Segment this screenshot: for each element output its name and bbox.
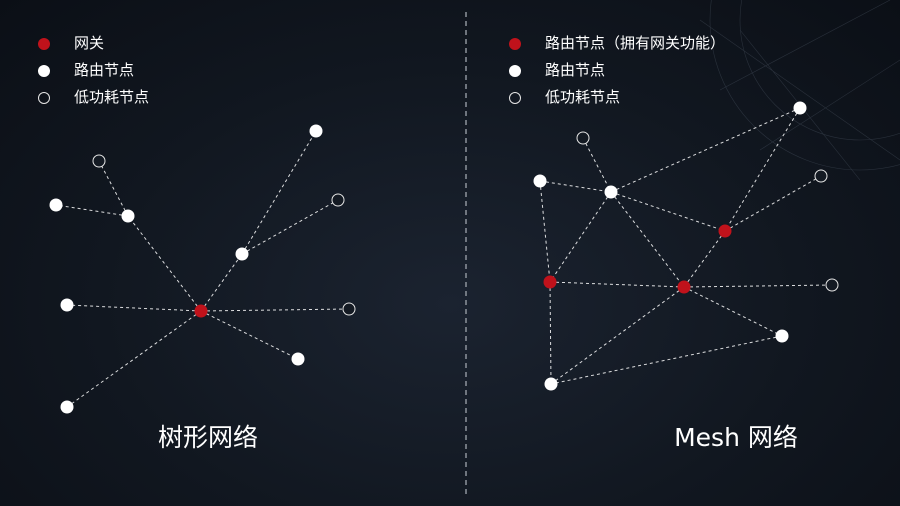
router-node-m_r4 [775,329,789,343]
router-node-m_r1 [533,174,547,188]
legend-label: 路由节点 [74,61,135,79]
link-m_r1-m_g2 [539,180,551,283]
legend-item-lowpower: 低功耗节点 [509,90,620,105]
link-g-r6 [200,310,299,360]
router-node-m_r3 [793,101,807,115]
legend-item-router: 路由节点 [38,63,134,78]
router-node-r2 [121,209,135,223]
link-m_r2-m_g2 [549,191,612,283]
link-r4-r3 [241,130,317,255]
router-node-r5 [60,298,74,312]
legend-label: 路由节点（拥有网关功能） [545,34,726,52]
link-r2-l1 [98,160,129,217]
tree-network-caption: 树形网络 [157,423,259,452]
router-node-m_r2 [604,185,618,199]
gateway-marker-icon [509,37,521,50]
legend-label: 低功耗节点 [74,88,150,106]
lowpower-node-l3 [342,302,356,316]
link-m_g2-m_r5 [549,281,552,385]
tree-links [55,130,350,408]
legend-item-lowpower: 低功耗节点 [38,90,149,105]
link-r4-l2 [241,199,339,255]
lowpower-marker-icon [38,91,50,104]
lowpower-marker-icon [509,91,521,104]
gateway-node-g [194,304,208,318]
gateway-marker-icon [38,37,50,50]
router-node-r6 [291,352,305,366]
link-m_g1-m_l2 [724,175,822,232]
lowpower-node-l2 [331,193,345,207]
mesh-nodes [533,101,839,391]
router-node-r3 [309,124,323,138]
link-m_r2-m_g1 [610,191,726,232]
link-g-r2 [127,215,202,312]
link-g-r7 [66,310,202,408]
lowpower-node-m_l3 [825,278,839,292]
legend-item-gateway: 网关 [38,36,104,51]
router-marker-icon [509,64,521,77]
lowpower-node-l1 [92,154,106,168]
legend-label: 路由节点 [545,61,606,79]
link-m_l1-m_r2 [582,137,612,193]
lowpower-node-m_l1 [576,131,590,145]
link-g-r4 [200,253,243,312]
router-marker-icon [38,64,50,77]
lowpower-node-m_l2 [814,169,828,183]
gateway-node-m_g1 [718,224,732,238]
mesh-network-caption: Mesh 网络 [674,423,798,452]
link-m_r4-m_r5 [550,335,783,385]
gateway-node-m_g3 [677,280,691,294]
link-m_r2-m_r3 [610,107,801,193]
link-g-l3 [200,308,350,312]
link-m_r2-m_g3 [610,191,685,288]
link-m_g3-m_r5 [550,286,685,385]
router-node-r1 [49,198,63,212]
link-m_r1-m_r2 [539,180,612,193]
legend-label: 低功耗节点 [545,88,621,106]
background-decoration [699,0,900,181]
gateway-node-m_g2 [543,275,557,289]
router-node-m_r5 [544,377,558,391]
mesh-links [539,107,833,385]
router-node-r7 [60,400,74,414]
link-m_g2-m_g3 [549,281,685,288]
legend-item-gateway-router: 路由节点（拥有网关功能） [509,36,725,51]
router-node-r4 [235,247,249,261]
link-r2-r1 [55,204,129,217]
link-m_g3-m_l3 [683,284,833,288]
link-m_r3-m_g1 [724,107,801,232]
legend-item-router: 路由节点 [509,63,605,78]
link-m_g3-m_r4 [683,286,783,337]
tree-nodes [49,124,356,414]
link-m_g1-m_g3 [683,230,726,288]
link-g-r5 [66,304,202,312]
legend-label: 网关 [74,34,105,52]
